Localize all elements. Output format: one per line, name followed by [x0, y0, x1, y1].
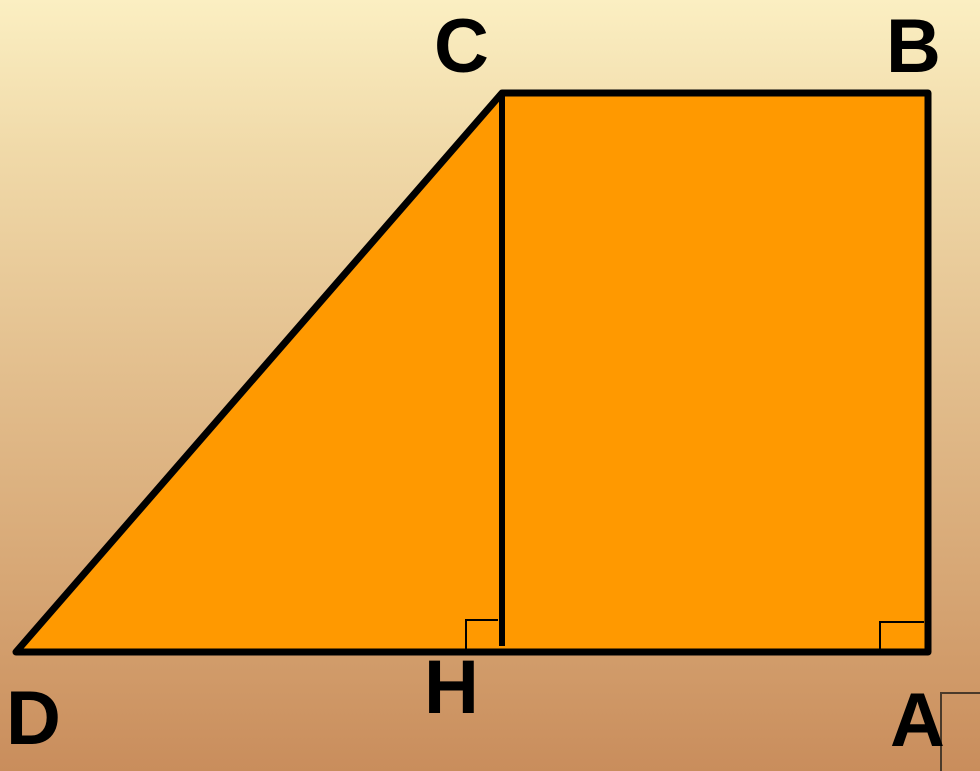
- right-angle-mark-a: [879, 621, 924, 650]
- vertex-label-b: B: [886, 4, 941, 89]
- trapezoid-abcd: [12, 89, 932, 656]
- vertex-label-d: D: [6, 676, 61, 761]
- right-angle-mark-h: [465, 619, 498, 650]
- vertex-label-a: A: [890, 678, 945, 763]
- corner-box: [940, 692, 980, 771]
- vertex-label-c: C: [434, 4, 489, 89]
- vertex-label-h: H: [424, 645, 479, 730]
